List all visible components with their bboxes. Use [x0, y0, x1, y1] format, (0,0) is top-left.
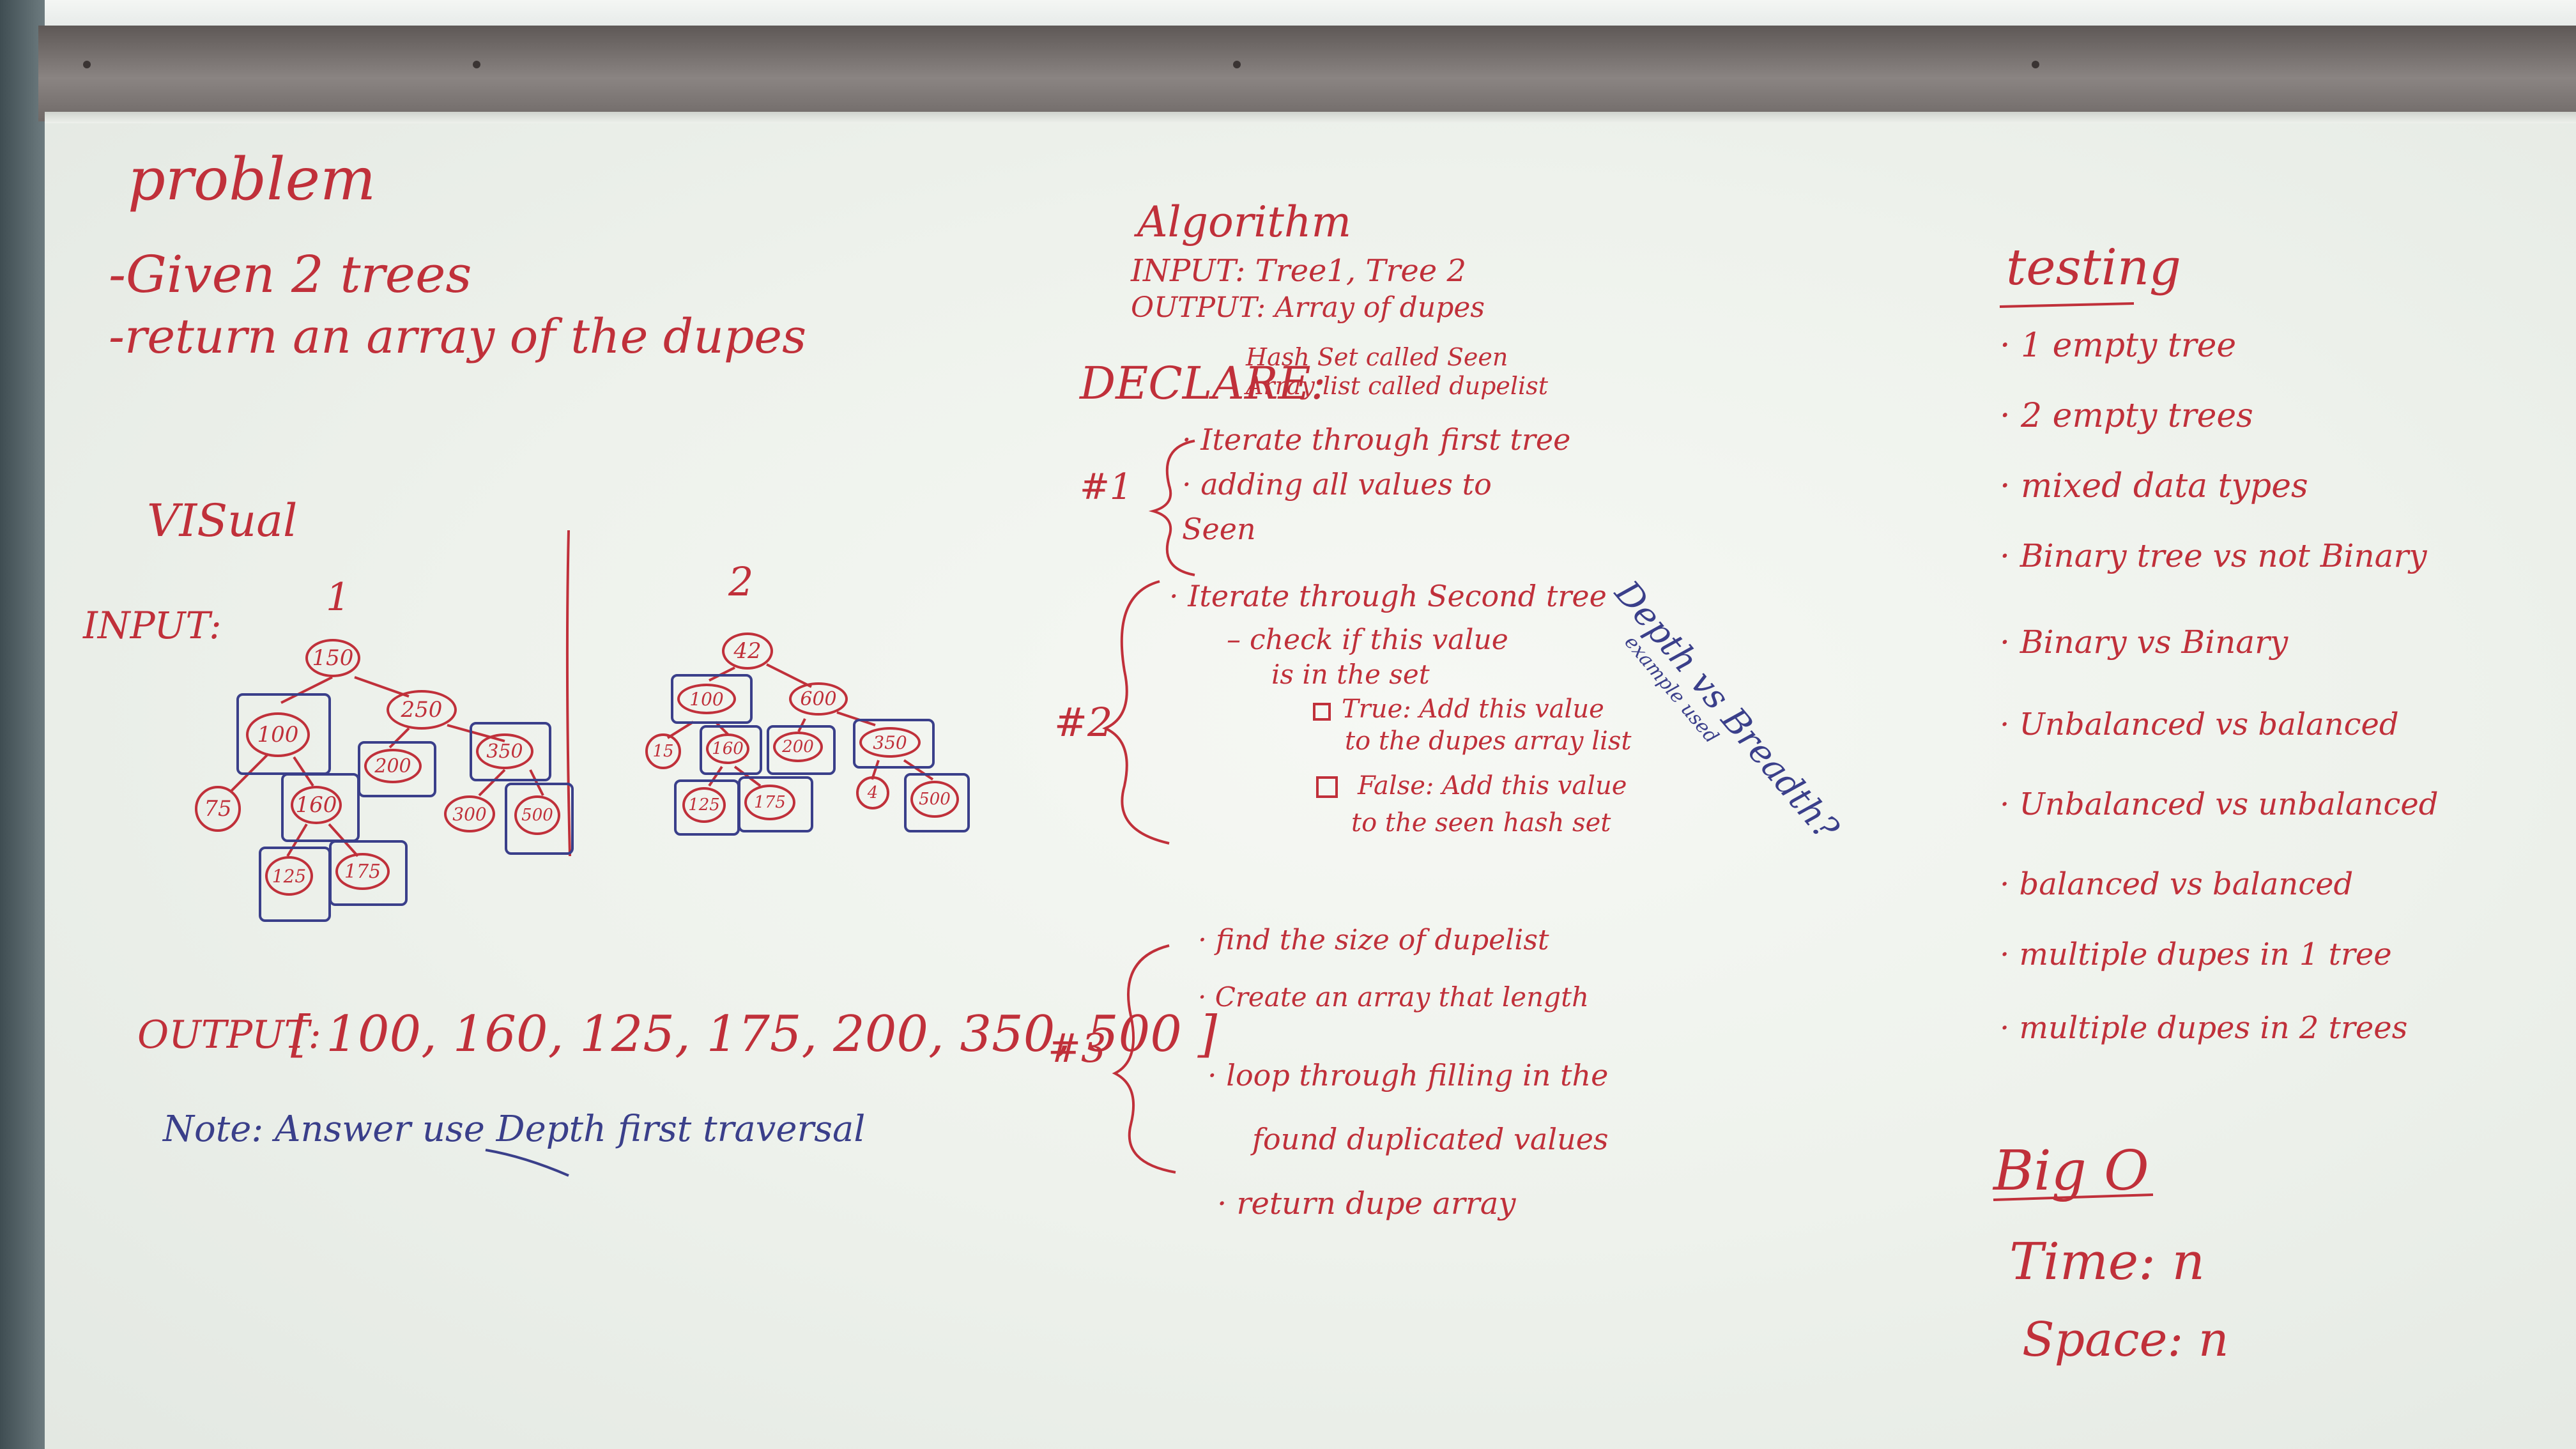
- tree-2-label: 2: [728, 558, 754, 605]
- dupe-box: [767, 725, 836, 775]
- dupe-box: [281, 773, 360, 842]
- dupe-box: [700, 725, 762, 775]
- testing-item: · Unbalanced vs unbalanced: [2000, 786, 2439, 822]
- step-2-line: · Iterate through Second tree: [1169, 579, 1607, 613]
- rail-screw: [2032, 61, 2039, 68]
- tree1-node: 125: [265, 856, 313, 896]
- algorithm-output: OUTPUT: Array of dupes: [1131, 291, 1485, 324]
- dupe-box: [853, 719, 935, 769]
- wall: [0, 0, 2576, 29]
- testing-item: · 1 empty tree: [2000, 326, 2237, 365]
- tree2-node: 600: [789, 682, 848, 716]
- tree1-node: 250: [387, 690, 457, 730]
- true-line-1: True: Add this value: [1342, 694, 1604, 724]
- step-3-line: · find the size of dupelist: [1198, 924, 1549, 956]
- problem-line-2: -return an array of the dupes: [109, 309, 807, 364]
- rail-screw: [83, 61, 91, 68]
- testing-heading: testing: [2006, 239, 2181, 296]
- tree1-node: 175: [335, 853, 390, 890]
- true-line-2: to the dupes array list: [1345, 726, 1632, 756]
- testing-item: · balanced vs balanced: [2000, 866, 2354, 902]
- visual-heading: VISual: [147, 494, 298, 547]
- dupe-box: [904, 773, 970, 832]
- dupe-box: [671, 674, 753, 724]
- tree1-node: 200: [364, 749, 422, 783]
- step-2-label: #2: [1054, 699, 1113, 746]
- tree2-node: 15: [645, 733, 681, 769]
- tree2-node: 125: [682, 787, 726, 823]
- tree1-node: 160: [291, 786, 342, 824]
- note: Note: Answer use Depth first traversal: [163, 1108, 866, 1150]
- tree2-node: 160: [706, 733, 749, 764]
- tree2-node: 200: [773, 732, 823, 762]
- testing-item: · multiple dupes in 2 trees: [2000, 1010, 2408, 1046]
- return-line: · return dupe array: [1217, 1186, 1516, 1222]
- tree1-node: 350: [476, 733, 533, 769]
- false-line-1: False: Add this value: [1358, 771, 1627, 801]
- testing-item: · Binary tree vs not Binary: [2000, 537, 2427, 574]
- dupe-box: [358, 741, 436, 797]
- algorithm-heading: Algorithm: [1137, 197, 1352, 247]
- step-2-line: is in the set: [1271, 659, 1430, 690]
- wall-edge: [0, 0, 45, 1449]
- testing-item: · Binary vs Binary: [2000, 624, 2288, 661]
- declare-array-list: Array list called dupelist: [1246, 372, 1548, 400]
- step-1-line: Seen: [1182, 512, 1256, 546]
- step-1-label: #1: [1080, 466, 1133, 508]
- tree1-node: 150: [305, 639, 360, 677]
- dupe-box: [470, 722, 551, 781]
- rail-screw: [1233, 61, 1241, 68]
- tree2-node: 350: [859, 727, 921, 758]
- dupe-box: [329, 840, 408, 906]
- step-3-label: #3: [1048, 1025, 1107, 1071]
- tree2-node: 4: [856, 776, 889, 809]
- tree1-node: 500: [514, 795, 560, 835]
- output-label: OUTPUT:: [137, 1013, 321, 1057]
- testing-item: · multiple dupes in 1 tree: [2000, 937, 2392, 972]
- tree2-node: 500: [910, 781, 959, 818]
- problem-heading: problem: [128, 145, 376, 213]
- whiteboard: [45, 112, 2576, 1449]
- problem-line-1: -Given 2 trees: [109, 245, 472, 304]
- board-rail: [38, 26, 2576, 121]
- step-3-line: found duplicated values: [1252, 1122, 1609, 1156]
- testing-item: · Unbalanced vs balanced: [2000, 707, 2399, 742]
- big-o-heading: Big O: [1993, 1139, 2149, 1203]
- testing-item: · mixed data types: [2000, 467, 2308, 505]
- declare-label: DECLARE:: [1080, 357, 1326, 410]
- true-checkbox: [1313, 703, 1331, 721]
- step-1-line: · adding all values to: [1182, 467, 1492, 502]
- step-3-line: · loop through filling in the: [1208, 1058, 1609, 1092]
- false-line-2: to the seen hash set: [1351, 808, 1611, 838]
- step-3-line: · Create an array that length: [1198, 981, 1589, 1013]
- big-o-space: Space: n: [2022, 1312, 2229, 1367]
- big-o-time: Time: n: [2009, 1232, 2205, 1291]
- declare-hash-set: Hash Set called Seen: [1246, 343, 1508, 371]
- algorithm-input: INPUT: Tree1, Tree 2: [1131, 253, 1466, 289]
- dupe-box: [738, 776, 813, 832]
- tree1-node: 100: [246, 712, 310, 757]
- tree1-node: 300: [444, 795, 495, 832]
- testing-item: · 2 empty trees: [2000, 397, 2253, 435]
- tree2-node: 100: [677, 684, 736, 714]
- step-2-line: – check if this value: [1227, 624, 1508, 656]
- false-checkbox: [1316, 776, 1338, 798]
- tree2-node: 175: [744, 785, 795, 820]
- board-lip: [45, 112, 2576, 123]
- input-label: INPUT:: [83, 604, 222, 647]
- dupe-box: [505, 783, 574, 855]
- tree1-node: 75: [195, 786, 241, 832]
- step-1-line: · Iterate through first tree: [1182, 422, 1571, 457]
- tree2-node: 42: [722, 632, 773, 670]
- output-array: [ 100, 160, 125, 175, 200, 350, 500 ]: [291, 1006, 1218, 1063]
- tree-1-label: 1: [326, 575, 351, 620]
- rail-screw: [473, 61, 480, 68]
